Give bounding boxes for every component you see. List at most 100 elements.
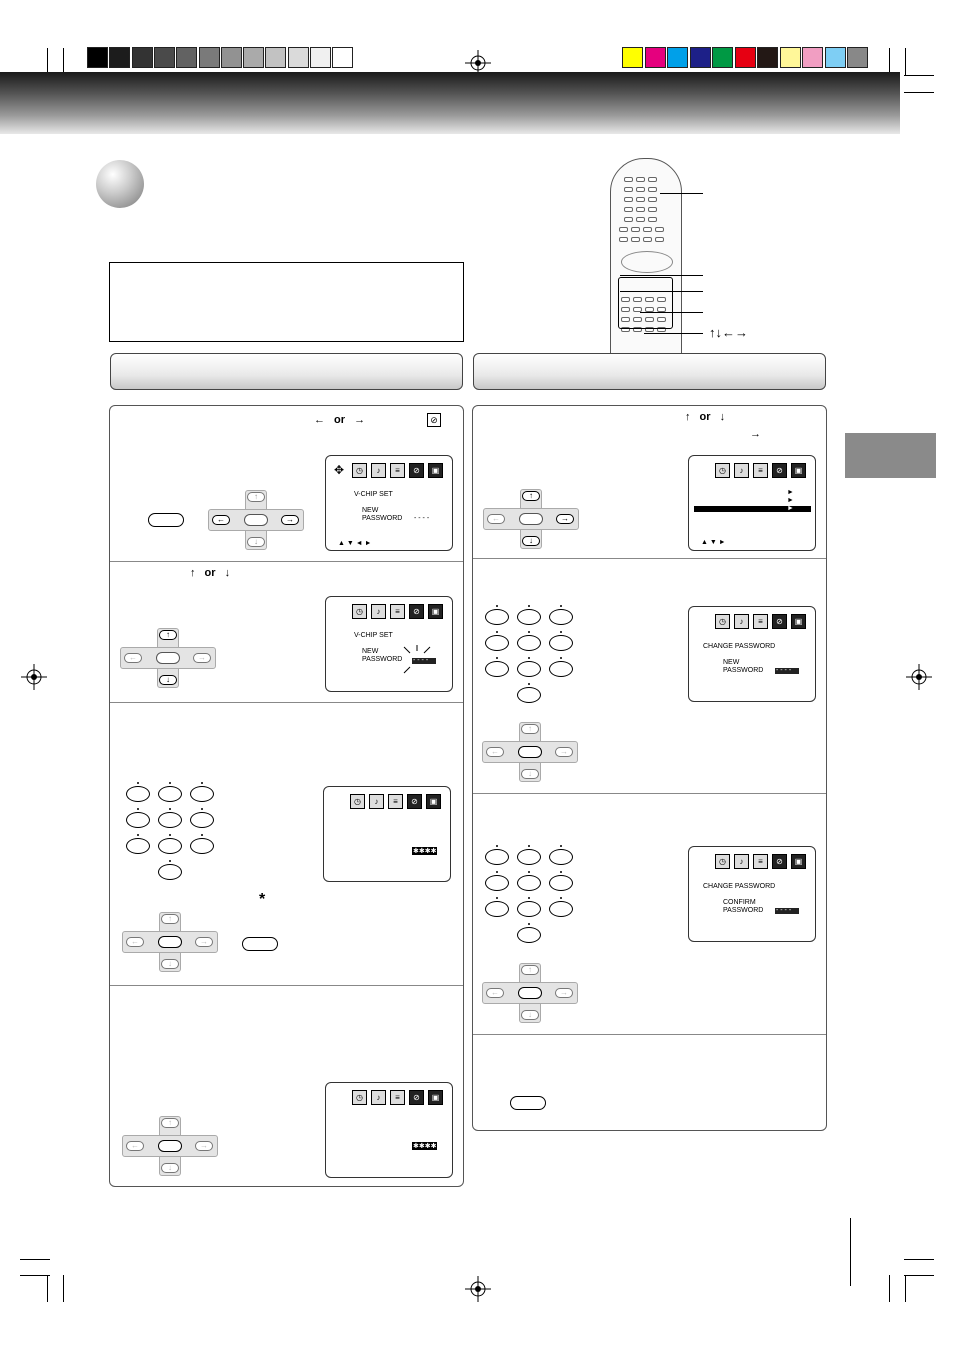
key-dot bbox=[560, 871, 562, 873]
remote-button bbox=[636, 217, 645, 222]
crop-mark bbox=[63, 48, 64, 75]
number-key[interactable] bbox=[485, 609, 509, 625]
key-dot bbox=[560, 631, 562, 633]
key-dot bbox=[169, 860, 171, 862]
tv-screen-vchip-menu: ◷♪≡⊘▣ ► ► ► ▲ ▼ ► bbox=[688, 455, 816, 551]
registration-target-icon bbox=[465, 1276, 491, 1302]
number-key[interactable] bbox=[126, 786, 150, 802]
number-key[interactable] bbox=[549, 849, 573, 865]
number-key[interactable] bbox=[517, 661, 541, 677]
remote-button bbox=[657, 317, 666, 322]
color-swatch bbox=[757, 47, 778, 68]
color-swatch bbox=[734, 47, 756, 68]
direction-pad-icon: ↑↓ ←→ bbox=[122, 1116, 218, 1176]
up-down-arrow-text: ↑ or ↓ bbox=[190, 567, 231, 579]
number-key[interactable] bbox=[190, 786, 214, 802]
grayscale-swatch bbox=[109, 47, 131, 68]
password-digits: - - - - bbox=[776, 667, 792, 674]
number-key[interactable] bbox=[517, 609, 541, 625]
key-dot bbox=[137, 808, 139, 810]
number-key[interactable] bbox=[517, 875, 541, 891]
number-key[interactable] bbox=[190, 838, 214, 854]
number-key[interactable] bbox=[485, 901, 509, 917]
asterisk-symbol: * bbox=[259, 891, 266, 908]
number-key[interactable] bbox=[158, 838, 182, 854]
left-section-header bbox=[110, 353, 463, 390]
step-divider bbox=[110, 561, 463, 562]
grayscale-swatch bbox=[198, 47, 220, 68]
remote-button bbox=[633, 317, 642, 322]
number-key[interactable] bbox=[549, 661, 573, 677]
section-tab bbox=[845, 433, 936, 478]
key-dot bbox=[528, 657, 530, 659]
remote-button bbox=[645, 317, 654, 322]
direction-pad-icon: ↑↓ ←→ bbox=[122, 912, 218, 972]
screen-label-password: PASSWORD bbox=[723, 667, 764, 674]
remote-button bbox=[624, 217, 633, 222]
key-dot bbox=[496, 845, 498, 847]
color-swatch bbox=[644, 47, 666, 68]
number-key[interactable] bbox=[190, 812, 214, 828]
menu-item-marker: ► bbox=[787, 497, 794, 504]
crop-mark bbox=[889, 48, 890, 75]
grayscale-swatch bbox=[332, 47, 354, 68]
key-dot bbox=[201, 834, 203, 836]
remote-button bbox=[621, 307, 630, 312]
color-swatch bbox=[779, 47, 801, 68]
number-key[interactable] bbox=[126, 812, 150, 828]
number-key[interactable] bbox=[485, 661, 509, 677]
note-box bbox=[109, 262, 464, 342]
screen-label-password: PASSWORD bbox=[362, 656, 403, 663]
exit-button[interactable] bbox=[510, 1096, 546, 1110]
number-key[interactable] bbox=[126, 838, 150, 854]
crop-mark bbox=[904, 1275, 934, 1276]
tv-screen-change-password: ◷♪≡⊘▣ CHANGE PASSWORD NEW PASSWORD - - -… bbox=[688, 606, 816, 702]
right-section-header bbox=[473, 353, 826, 390]
exit-button[interactable] bbox=[242, 937, 278, 951]
screen-title: V-CHIP SET bbox=[354, 632, 393, 639]
remote-button bbox=[643, 227, 652, 232]
key-dot bbox=[528, 897, 530, 899]
key-dot bbox=[169, 782, 171, 784]
number-key[interactable] bbox=[517, 849, 541, 865]
crop-mark bbox=[47, 1275, 48, 1302]
screen-label-password: PASSWORD bbox=[362, 515, 403, 522]
callout-line bbox=[644, 333, 703, 334]
key-dot bbox=[496, 605, 498, 607]
key-dot bbox=[528, 605, 530, 607]
number-key[interactable] bbox=[158, 812, 182, 828]
key-dot bbox=[169, 834, 171, 836]
menu-button[interactable] bbox=[148, 513, 184, 527]
number-key[interactable] bbox=[485, 635, 509, 651]
grayscale-swatch bbox=[310, 47, 331, 68]
number-key[interactable] bbox=[549, 901, 573, 917]
remote-button bbox=[631, 237, 640, 242]
number-key[interactable] bbox=[517, 635, 541, 651]
callout-line bbox=[620, 291, 703, 292]
remote-button bbox=[648, 197, 657, 202]
number-key[interactable] bbox=[549, 635, 573, 651]
number-key[interactable] bbox=[158, 786, 182, 802]
tv-screen-vchip: ✥ ◷♪≡⊘▣ V-CHIP SET NEW PASSWORD - - - - … bbox=[325, 455, 453, 551]
number-key[interactable] bbox=[517, 687, 541, 703]
crop-mark bbox=[889, 1275, 890, 1302]
tv-screen-password-entered: ◷♪≡⊘▣ ✱✱✱✱ bbox=[323, 786, 451, 882]
selected-menu-row bbox=[694, 506, 811, 512]
password-digits: - - - - bbox=[413, 657, 429, 664]
key-dot bbox=[169, 808, 171, 810]
number-key[interactable] bbox=[158, 864, 182, 880]
blinking-cursor bbox=[775, 908, 799, 914]
number-key[interactable] bbox=[485, 849, 509, 865]
direction-pad-icon: ↑↓ ←→ bbox=[483, 489, 579, 549]
callout-line bbox=[640, 312, 703, 313]
grayscale-swatch bbox=[243, 47, 265, 68]
direction-pad-icon: ↑↓ ←→ bbox=[482, 963, 578, 1023]
number-key[interactable] bbox=[549, 875, 573, 891]
number-key[interactable] bbox=[485, 875, 509, 891]
section-bullet-icon bbox=[96, 160, 144, 208]
number-key[interactable] bbox=[549, 609, 573, 625]
screen-nav-hint: ▲ ▼ ► bbox=[701, 539, 726, 546]
color-swatch bbox=[847, 47, 868, 68]
number-key[interactable] bbox=[517, 901, 541, 917]
number-key[interactable] bbox=[517, 927, 541, 943]
